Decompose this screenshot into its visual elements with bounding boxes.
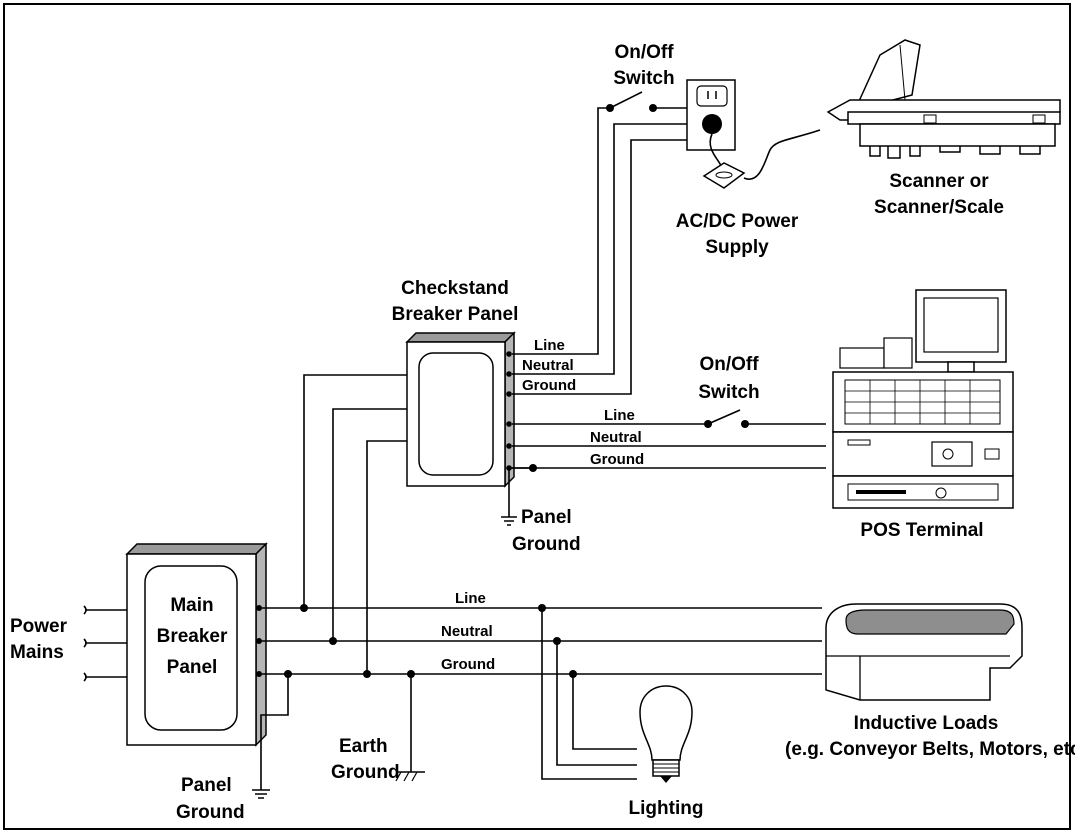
main-line-label: Line [455,590,486,607]
lighting-label: Lighting [629,798,704,819]
earth-ground-symbol [395,674,425,782]
pos-terminal [832,289,1014,509]
pos-circuit-wires [509,409,826,472]
acdc-label-1: AC/DC Power [676,211,799,232]
checkstand-breaker-panel [405,331,516,488]
earth-ground-label-1: Earth [339,736,388,757]
pos-ground-label: Ground [590,451,644,468]
pos-terminal-label: POS Terminal [860,520,983,541]
cb-ground-label: Ground [522,377,576,394]
scanner-circuit-wires [512,91,687,395]
main-breaker-label-1: Main [170,595,213,616]
checkstand-label-2: Breaker Panel [392,304,519,325]
panel-ground-upper-label-2: Ground [512,534,581,555]
checkstand-label-1: Checkstand [401,278,509,299]
pos-line-label: Line [604,407,635,424]
main-breaker-label-2: Breaker [157,626,228,647]
main-breaker-panel [125,542,268,747]
power-mains-label-1: Power [10,616,68,637]
top-switch-label-1: On/Off [614,42,674,63]
pos-switch-label-2: Switch [698,382,759,403]
ac-dc-power-supply [702,129,821,189]
checkstand-feeders [303,374,407,674]
diagram-frame [3,3,1071,830]
pos-switch-label-1: On/Off [699,354,759,375]
power-mains-wires [83,605,127,682]
main-neutral-label: Neutral [441,623,493,640]
top-switch-label-2: Switch [613,68,674,89]
cb-line-label: Line [534,337,565,354]
earth-ground-label-2: Ground [331,762,400,783]
panel-ground-upper-label-1: Panel [521,507,572,528]
lighting-wires [541,608,637,780]
main-ground-label: Ground [441,656,495,673]
power-mains-label-2: Mains [10,642,64,663]
acdc-label-2: Supply [705,237,769,258]
main-panel-ground [252,674,289,799]
main-breaker-label-3: Panel [167,657,218,678]
light-bulb-icon [639,685,693,783]
conveyor-belt-icon [825,603,1023,701]
panel-ground-lower-label-2: Ground [176,802,245,823]
scanner-device [826,39,1061,159]
inductive-label-2: (e.g. Conveyor Belts, Motors, etc) [785,739,1075,760]
checkstand-panel-ground [501,468,517,526]
scanner-label-2: Scanner/Scale [874,197,1004,218]
cb-neutral-label: Neutral [522,357,574,374]
inductive-label-1: Inductive Loads [854,713,999,734]
scanner-label-1: Scanner or [889,171,989,192]
panel-ground-lower-label-1: Panel [181,775,232,796]
pos-neutral-label: Neutral [590,429,642,446]
